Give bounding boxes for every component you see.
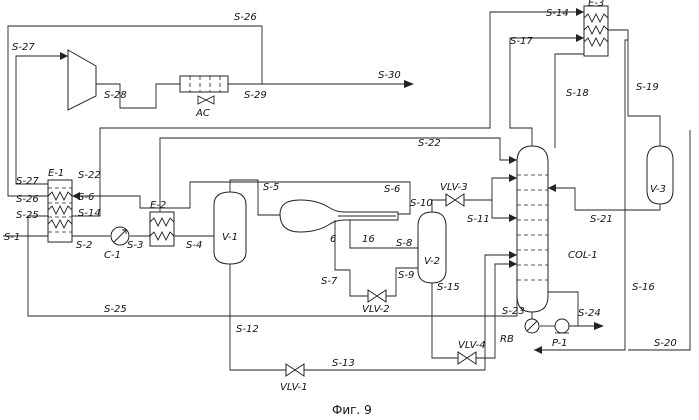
label-s30: S-30 bbox=[378, 70, 401, 81]
label-s14-left: S-14 bbox=[78, 208, 101, 219]
label-s16: S-16 bbox=[632, 282, 655, 293]
label-s27-top: S-27 bbox=[12, 42, 35, 53]
label-s5: S-5 bbox=[263, 182, 279, 193]
label-s3: S-3 bbox=[127, 240, 143, 251]
vessel-v3 bbox=[647, 146, 673, 204]
label-v3: V-3 bbox=[650, 184, 666, 195]
stream-line-s26 bbox=[8, 26, 262, 196]
arrow-s16 bbox=[534, 346, 542, 354]
label-v1: V-1 bbox=[222, 232, 238, 243]
label-s29: S-29 bbox=[244, 90, 267, 101]
label-s28: S-28 bbox=[104, 90, 127, 101]
arrow-s27 bbox=[60, 52, 68, 60]
stream-labels: S-1 S-2 S-3 S-4 S-5 S-6 S-6 S-7 S-8 S-9 … bbox=[4, 8, 677, 369]
valve-vlv3 bbox=[446, 194, 464, 206]
arrow-s11 bbox=[509, 214, 517, 222]
valve-vlv4 bbox=[458, 352, 476, 364]
label-s4: S-4 bbox=[186, 240, 202, 251]
compressor bbox=[68, 50, 96, 110]
stream-line-s21 bbox=[548, 188, 660, 210]
arrow-s21 bbox=[548, 184, 556, 192]
label-s8: S-8 bbox=[396, 238, 412, 249]
label-s19: S-19 bbox=[636, 82, 659, 93]
label-s27-left: S-27 bbox=[16, 176, 39, 187]
label-ac: AC bbox=[195, 108, 210, 119]
label-s18: S-18 bbox=[566, 88, 589, 99]
label-rb: RB bbox=[500, 334, 514, 345]
label-s15: S-15 bbox=[437, 282, 460, 293]
label-s12: S-12 bbox=[236, 324, 259, 335]
label-vlv3: VLV-3 bbox=[440, 182, 468, 193]
label-s26-top: S-26 bbox=[234, 12, 257, 23]
stream-line-s12 bbox=[230, 260, 286, 370]
label-e1: E-1 bbox=[48, 168, 64, 179]
label-s14-top: S-14 bbox=[546, 8, 569, 19]
label-p1: P-1 bbox=[552, 338, 567, 349]
column-col1 bbox=[517, 146, 548, 312]
label-s24: S-24 bbox=[578, 308, 601, 319]
label-s23: S-23 bbox=[502, 306, 525, 317]
reboiler-rb bbox=[525, 319, 539, 333]
stream-line-s18 bbox=[555, 54, 586, 148]
exchanger-e2 bbox=[150, 212, 174, 246]
pump-p1 bbox=[555, 319, 569, 333]
label-s9: S-9 bbox=[398, 270, 414, 281]
exchanger-e3 bbox=[584, 6, 608, 56]
arrow-s15 bbox=[509, 260, 517, 268]
equipment-labels: E-1 E-2 E-3 C-1 AC V-1 V-2 V-3 COL-1 RB … bbox=[48, 0, 666, 393]
label-s22-mid: S-22 bbox=[418, 138, 441, 149]
arrow-s14 bbox=[576, 8, 584, 16]
stream-line-s14 bbox=[72, 12, 584, 216]
label-s7: S-7 bbox=[321, 276, 338, 287]
label-s21: S-21 bbox=[590, 214, 613, 225]
label-s11: S-11 bbox=[467, 214, 490, 225]
arrow-s13 bbox=[509, 251, 517, 259]
label-s13: S-13 bbox=[332, 358, 355, 369]
arrow-s30 bbox=[404, 80, 414, 88]
label-vlv1: VLV-1 bbox=[280, 382, 308, 393]
label-vlv4: VLV-4 bbox=[458, 340, 486, 351]
vessel-v1 bbox=[214, 192, 246, 264]
arrow-s22 bbox=[509, 156, 517, 164]
valve-vlv2 bbox=[368, 290, 386, 302]
label-col1: COL-1 bbox=[568, 250, 598, 261]
label-e3: E-3 bbox=[588, 0, 604, 9]
label-s6-left: S-6 bbox=[78, 192, 94, 203]
air-cooler-ac bbox=[180, 76, 228, 104]
label-vlv2: VLV-2 bbox=[362, 304, 390, 315]
label-s25-bottom: S-25 bbox=[104, 304, 127, 315]
figure-caption: Фиг. 9 bbox=[332, 403, 372, 417]
label-ex-left: 6 bbox=[330, 234, 336, 245]
label-s2: S-2 bbox=[76, 240, 92, 251]
arrow-s24 bbox=[594, 322, 604, 330]
label-c1: C-1 bbox=[104, 250, 121, 261]
label-ex-right: 16 bbox=[362, 234, 375, 245]
label-s1: S-1 bbox=[4, 232, 20, 243]
label-s10: S-10 bbox=[410, 198, 433, 209]
vessel-v2 bbox=[418, 212, 446, 283]
label-s22-left: S-22 bbox=[78, 170, 101, 181]
arrow-s10 bbox=[509, 174, 517, 182]
stream-line-s27 bbox=[16, 56, 68, 184]
valve-vlv1 bbox=[286, 364, 304, 376]
stream-line-s11 bbox=[492, 200, 517, 218]
label-v2: V-2 bbox=[424, 256, 440, 267]
label-s6-top: S-6 bbox=[384, 184, 400, 195]
label-s17: S-17 bbox=[510, 36, 533, 47]
arrow-s17 bbox=[576, 34, 584, 42]
label-s25-left: S-25 bbox=[16, 210, 39, 221]
coil-exchanger bbox=[280, 200, 398, 232]
label-s26-left: S-26 bbox=[16, 194, 39, 205]
exchanger-e1 bbox=[48, 180, 72, 242]
stream-line-s6 bbox=[150, 182, 410, 214]
label-e2: E-2 bbox=[150, 200, 166, 211]
label-s20: S-20 bbox=[654, 338, 677, 349]
